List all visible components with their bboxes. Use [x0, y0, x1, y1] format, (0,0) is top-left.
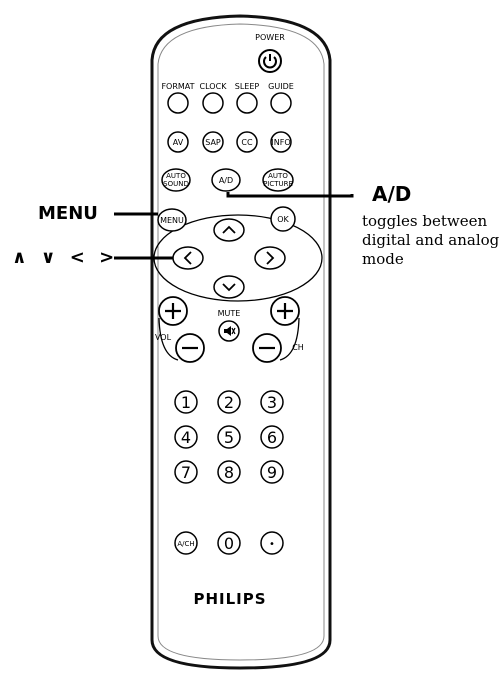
digit-1-label: 1: [181, 393, 191, 412]
chevron-left-icon: [183, 251, 192, 265]
digit-2-label: 2: [224, 393, 234, 412]
vol-up-button[interactable]: [158, 296, 188, 326]
plus-icon: [277, 303, 293, 319]
zero-label: 0: [224, 534, 234, 553]
ch-rocker-outline: [279, 317, 300, 361]
menu-button-label: MENU: [160, 216, 184, 225]
guide-button[interactable]: [270, 92, 292, 114]
auto-sound-button[interactable]: [161, 168, 191, 192]
vol-down-button[interactable]: [175, 333, 205, 363]
ad-button-label: A/D: [219, 176, 233, 185]
digit-5-button[interactable]: [217, 425, 241, 449]
clock-label: CLOCK: [200, 82, 228, 91]
ch-label: CH: [292, 343, 304, 352]
zero-button[interactable]: [217, 531, 241, 555]
chevron-down-icon: [222, 283, 236, 292]
speaker-mute-icon: [224, 326, 236, 336]
sap-label: SAP: [205, 138, 221, 147]
guide-label: GUIDE: [268, 82, 294, 91]
arrows-callout-label: ∧ ∨ < >: [12, 247, 119, 268]
right-button[interactable]: [254, 246, 286, 270]
power-button[interactable]: [258, 49, 282, 73]
digit-8-button[interactable]: [217, 460, 241, 484]
av-button[interactable]: [167, 131, 189, 153]
digit-3-button[interactable]: [260, 390, 284, 414]
power-label: POWER: [255, 33, 285, 42]
digit-4-button[interactable]: [174, 425, 198, 449]
ad-button[interactable]: [211, 168, 241, 192]
dot-label: •: [269, 539, 275, 550]
cc-label: CC: [241, 138, 253, 147]
vol-rocker-outline: [158, 317, 179, 361]
auto-picture-button[interactable]: [262, 168, 294, 192]
sleep-button[interactable]: [236, 92, 258, 114]
number-pad: 1 2 3 4 5 6 7 8 9: [174, 390, 284, 484]
digit-9-label: 9: [267, 463, 277, 482]
cc-button[interactable]: [236, 131, 258, 153]
auto-sound-label-1: AUTO: [166, 172, 186, 180]
remote-inner-outline: [157, 23, 325, 661]
ok-button-label: OK: [277, 215, 289, 224]
ad-callout-title: A/D: [372, 182, 412, 206]
digit-9-button[interactable]: [260, 460, 284, 484]
av-label: AV: [173, 138, 184, 147]
power-icon: [263, 54, 277, 69]
clock-button[interactable]: [202, 92, 224, 114]
digit-1-button[interactable]: [174, 390, 198, 414]
format-button[interactable]: [167, 92, 189, 114]
info-label: INFO: [271, 138, 290, 147]
digit-4-label: 4: [181, 428, 191, 447]
ok-button[interactable]: [270, 206, 296, 232]
auto-picture-label-2: PICTURE: [263, 180, 293, 188]
ad-callout-line: [226, 192, 354, 198]
ch-up-button[interactable]: [270, 296, 300, 326]
vol-label: VOL: [155, 333, 172, 342]
mute-button[interactable]: [218, 320, 240, 342]
menu-callout-label: MENU: [38, 203, 98, 224]
digit-5-label: 5: [224, 428, 234, 447]
digit-3-label: 3: [267, 393, 277, 412]
mute-label: MUTE: [218, 309, 241, 318]
auto-sound-label-2: SOUND: [163, 180, 189, 188]
chevron-right-icon: [266, 251, 275, 265]
info-button[interactable]: [270, 131, 292, 153]
up-button[interactable]: [213, 218, 245, 242]
menu-button[interactable]: [157, 208, 187, 232]
format-label: FORMAT: [161, 82, 194, 91]
digit-8-label: 8: [224, 463, 234, 482]
ch-down-button[interactable]: [252, 333, 282, 363]
digit-7-button[interactable]: [174, 460, 198, 484]
plus-icon: [165, 303, 181, 319]
ach-button[interactable]: [174, 531, 198, 555]
down-button[interactable]: [213, 275, 245, 299]
ach-label: A/CH: [177, 540, 194, 548]
sap-button[interactable]: [202, 131, 224, 153]
digit-6-button[interactable]: [260, 425, 284, 449]
dot-button[interactable]: [260, 531, 284, 555]
digit-2-button[interactable]: [217, 390, 241, 414]
ad-callout-description: toggles between digital and analog mode: [362, 212, 500, 268]
chevron-up-icon: [222, 225, 236, 234]
left-button[interactable]: [172, 246, 204, 270]
sleep-label: SLEEP: [235, 82, 260, 91]
digit-7-label: 7: [181, 463, 191, 482]
brand-logo: PHILIPS: [193, 590, 266, 608]
auto-picture-label-1: AUTO: [268, 172, 288, 180]
digit-6-label: 6: [267, 428, 277, 447]
